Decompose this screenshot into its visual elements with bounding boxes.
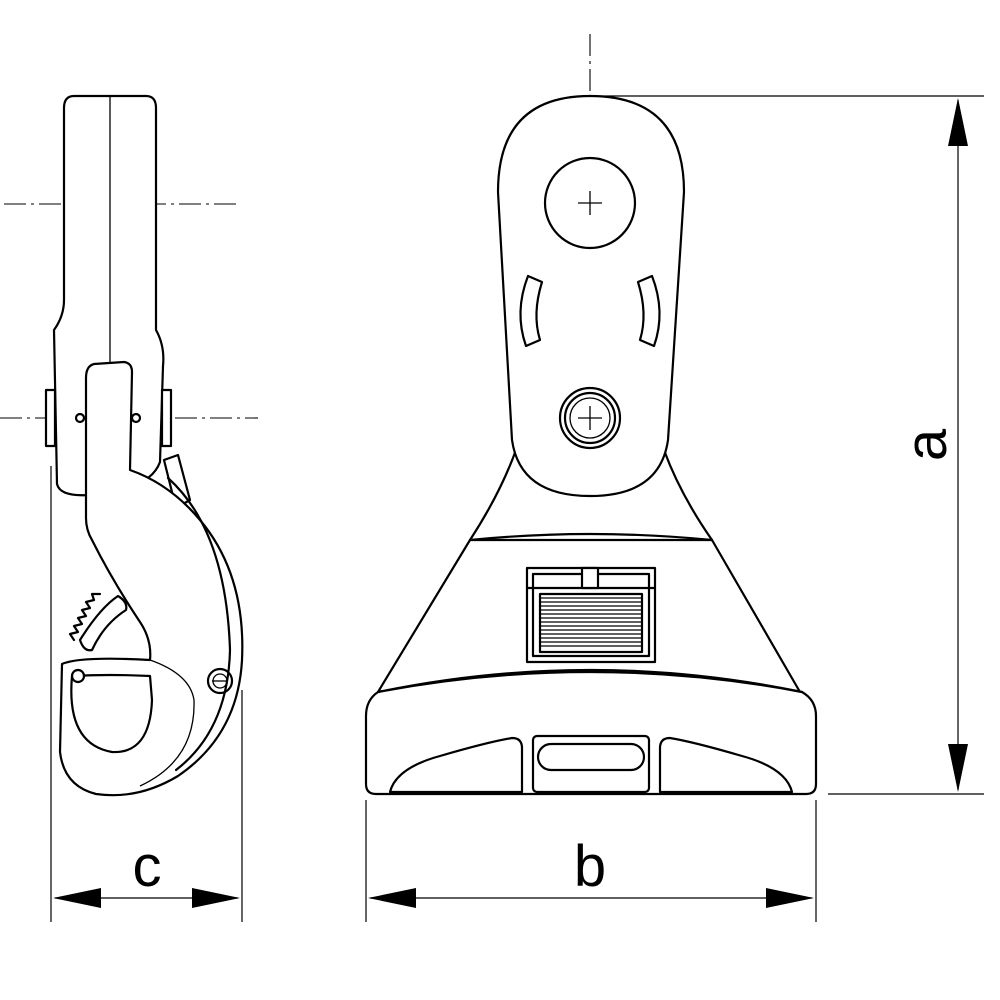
side-hook-body [58,360,244,797]
dim-b-arrow-left [368,888,416,908]
side-bolt-outer [206,667,234,695]
dimension-b: b [365,800,817,922]
front-slot-right [636,274,661,348]
side-small-pin-2 [130,412,142,424]
dim-c-label: c [133,834,162,899]
front-release-tab [580,566,600,590]
front-bottom-pin-inner [569,397,611,439]
front-base-center-block [531,734,651,794]
front-slot-left [519,274,544,348]
front-grip-lines [540,597,642,647]
dim-b-arrow-right [766,888,814,908]
side-roller [70,668,86,684]
side-hook-throat [70,673,154,754]
dim-b-label: b [574,834,606,899]
front-bottom-pin-middle [563,391,617,445]
side-small-pin [74,412,86,424]
front-base-recess-right [658,736,794,794]
front-housing-curve [468,532,714,542]
dim-c-arrow-left [53,888,101,908]
front-top-pin [543,156,637,250]
side-hook-inner [139,659,195,787]
dim-a-label: a [894,428,959,461]
front-base-slot [536,742,646,772]
dim-a-arrow-top [948,98,968,146]
front-base-top-curve [376,670,804,694]
dimension-a: a [590,95,984,795]
front-view [364,34,818,796]
side-hook-rim [166,476,232,772]
front-base-recess-left [388,736,524,794]
side-pin-boss-right [160,388,173,448]
side-ratchet-arm [78,594,128,652]
front-bottom-pin-outer [558,386,622,450]
side-pin-boss-left [44,388,57,448]
side-ratchet-teeth [68,592,102,642]
dimension-c: c [50,466,243,922]
side-view [0,94,258,797]
dim-c-arrow-right [192,888,240,908]
dim-a-arrow-bottom [948,744,968,792]
front-grip-pad [538,592,644,654]
